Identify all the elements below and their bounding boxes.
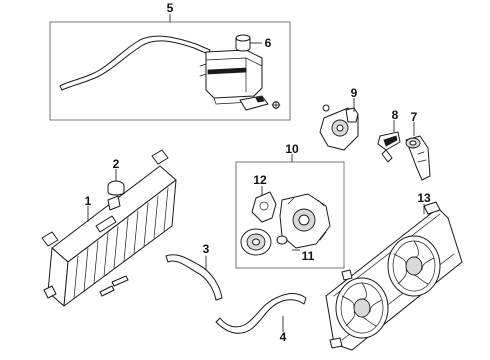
callout-3: 3 (203, 242, 210, 256)
callout-4: 4 (280, 330, 287, 344)
pump-o-ring (276, 235, 288, 245)
callout-5: 5 (167, 1, 174, 15)
radiator (41, 149, 177, 307)
temperature-sensor (377, 131, 401, 163)
upper-radiator-hose (165, 254, 223, 301)
reservoir-cap (235, 34, 251, 52)
cooling-fan-shroud (325, 201, 463, 351)
callout-10: 10 (285, 142, 299, 156)
callout-13: 13 (417, 191, 431, 205)
callout-11: 11 (302, 249, 315, 263)
overflow-hose (59, 35, 211, 91)
callout-6: 6 (265, 36, 272, 50)
thermostat-housing (319, 104, 359, 151)
callout-9: 9 (351, 86, 358, 100)
reservoir-group (49, 14, 291, 121)
water-pump-group-box (235, 161, 345, 269)
radiator-cap (107, 180, 125, 196)
water-outlet-pipe (405, 135, 431, 181)
callout-1: 1 (85, 194, 92, 208)
pump-gasket (251, 191, 277, 223)
water-pump-pulley (240, 228, 272, 256)
water-pump-group (235, 154, 345, 269)
callout-2: 2 (113, 157, 120, 171)
cooling-fan-right (387, 235, 441, 297)
bracket-bolt (271, 100, 281, 110)
water-pump-housing (279, 193, 331, 249)
cooling-fan-left (335, 277, 389, 339)
reservoir-bracket (239, 95, 269, 111)
lower-radiator-hose (215, 293, 307, 334)
callout-8: 8 (392, 108, 399, 122)
reservoir-tank (199, 49, 263, 105)
callout-12: 12 (253, 173, 267, 187)
callout-7: 7 (411, 110, 418, 124)
